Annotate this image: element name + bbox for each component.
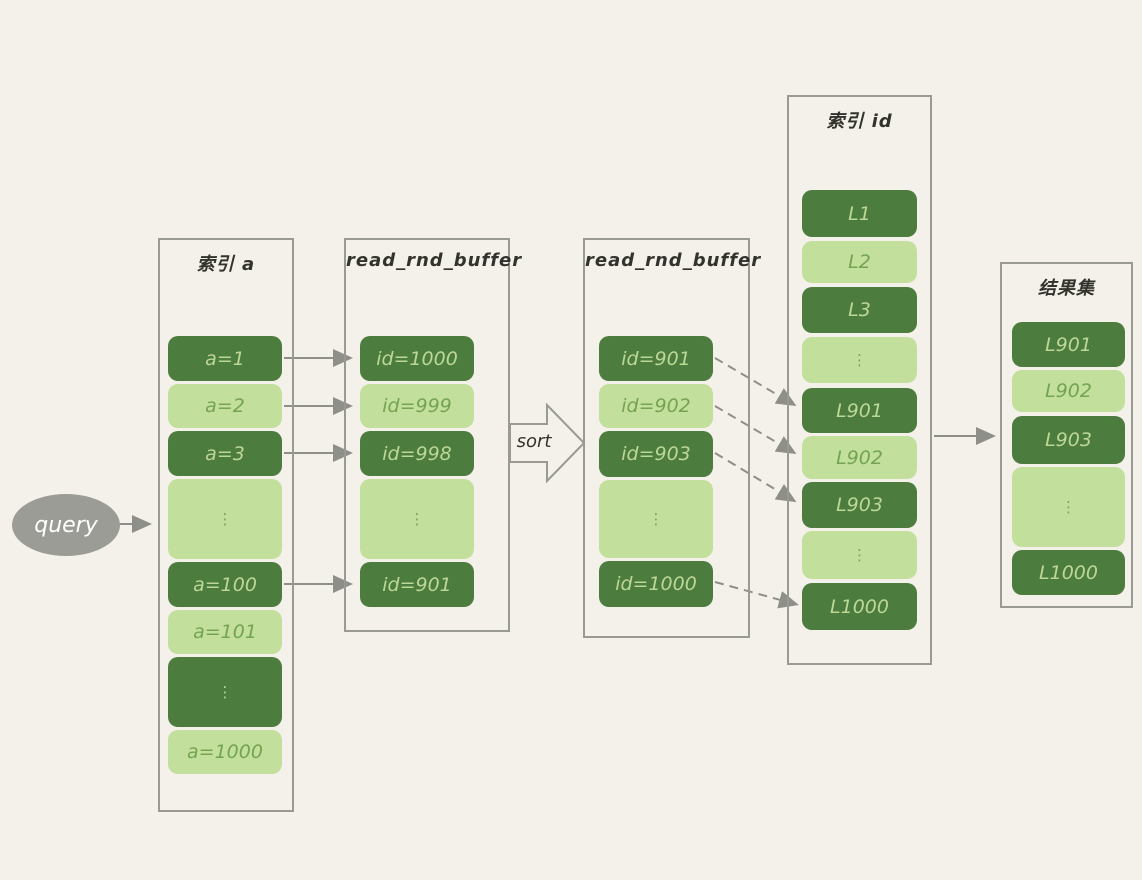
index-a-cell: a=100 xyxy=(168,562,282,607)
panel-read-rnd-buffer-unsorted: read_rnd_buffer xyxy=(344,238,523,632)
index-id-cell: L902 xyxy=(802,436,917,479)
sorted-buffer-cell: id=1000 xyxy=(599,561,713,607)
panel-index-id: 索引 id xyxy=(787,95,932,665)
panel-result-set-title: 结果集 xyxy=(1038,278,1095,299)
index-id-cell: L2 xyxy=(802,241,917,283)
index-a-cell: a=1 xyxy=(168,336,282,381)
panel-read-rnd-buffer-sorted: read_rnd_buffer xyxy=(583,238,762,638)
sort-block-arrow xyxy=(509,402,586,484)
query-node: query xyxy=(12,494,120,556)
sort-label: sort xyxy=(516,431,552,452)
sorted-buffer-cell: id=903 xyxy=(599,431,713,477)
panel-read-rnd-buffer-unsorted-title: read_rnd_buffer xyxy=(346,250,523,271)
buffer-ellipsis-cell: ⋮ xyxy=(360,479,474,559)
panel-index-a-title: 索引 a xyxy=(196,254,256,275)
index-id-cell: L901 xyxy=(802,388,917,433)
index-a-ellipsis-cell: ⋮ xyxy=(168,479,282,559)
index-a-cell: a=3 xyxy=(168,431,282,476)
index-a-cell: a=2 xyxy=(168,384,282,428)
result-set-cell: L903 xyxy=(1012,416,1125,464)
index-a-cell: a=1000 xyxy=(168,730,282,774)
index-id-cell: L1 xyxy=(802,190,917,237)
result-set-cell: L1000 xyxy=(1012,550,1125,595)
result-set-cell: L902 xyxy=(1012,370,1125,412)
buffer-cell: id=998 xyxy=(360,431,474,476)
panel-result-set: 结果集 xyxy=(1000,262,1133,608)
result-set-ellipsis-cell: ⋮ xyxy=(1012,467,1125,547)
result-set-cell: L901 xyxy=(1012,322,1125,367)
buffer-cell: id=1000 xyxy=(360,336,474,381)
index-id-ellipsis-cell: ⋮ xyxy=(802,531,917,579)
buffer-cell: id=999 xyxy=(360,384,474,428)
index-id-cell: L903 xyxy=(802,482,917,528)
panel-index-id-title: 索引 id xyxy=(826,111,893,132)
index-a-cell: a=101 xyxy=(168,610,282,654)
index-id-cell: L1000 xyxy=(802,583,917,630)
index-a-ellipsis-cell: ⋮ xyxy=(168,657,282,727)
sorted-buffer-cell: id=902 xyxy=(599,384,713,428)
index-id-cell: L3 xyxy=(802,287,917,333)
sorted-buffer-ellipsis-cell: ⋮ xyxy=(599,480,713,558)
panel-read-rnd-buffer-sorted-title: read_rnd_buffer xyxy=(585,250,762,271)
buffer-cell: id=901 xyxy=(360,562,474,607)
sorted-buffer-cell: id=901 xyxy=(599,336,713,381)
panel-index-a: 索引 a xyxy=(158,238,294,812)
index-id-ellipsis-cell: ⋮ xyxy=(802,337,917,383)
